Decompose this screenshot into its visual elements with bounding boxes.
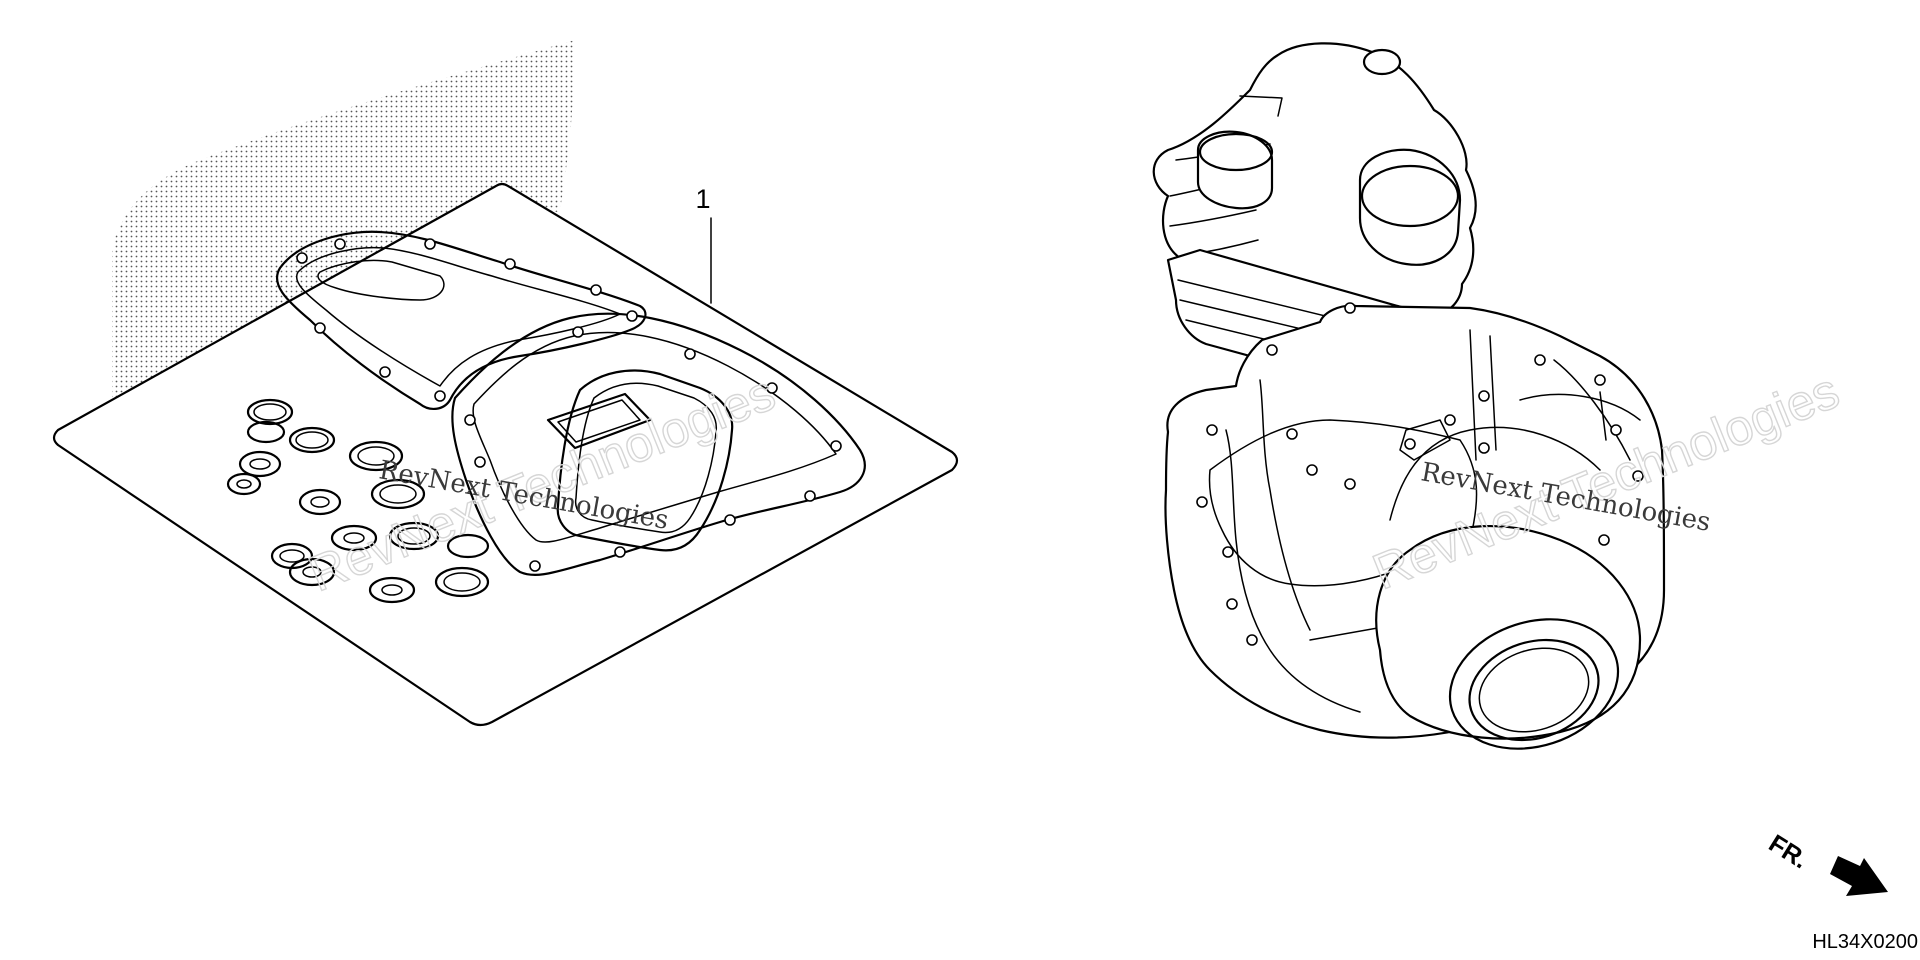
o-rings: [226, 398, 490, 604]
front-direction-indicator: FR.: [1764, 829, 1888, 896]
gasket-kit-sheet: [52, 182, 959, 727]
front-direction-arrow-icon: [1830, 856, 1888, 896]
diagram-code: HL34X0200: [1812, 931, 1918, 953]
engine-assembly: [1152, 42, 1666, 750]
callout-1[interactable]: 1: [695, 184, 712, 304]
cover-gasket: [556, 369, 734, 552]
gasket-kit-shadow: [112, 40, 575, 420]
callout-label: 1: [695, 184, 710, 214]
gasket-kit[interactable]: [52, 40, 959, 727]
direction-label: FR.: [1764, 829, 1813, 874]
